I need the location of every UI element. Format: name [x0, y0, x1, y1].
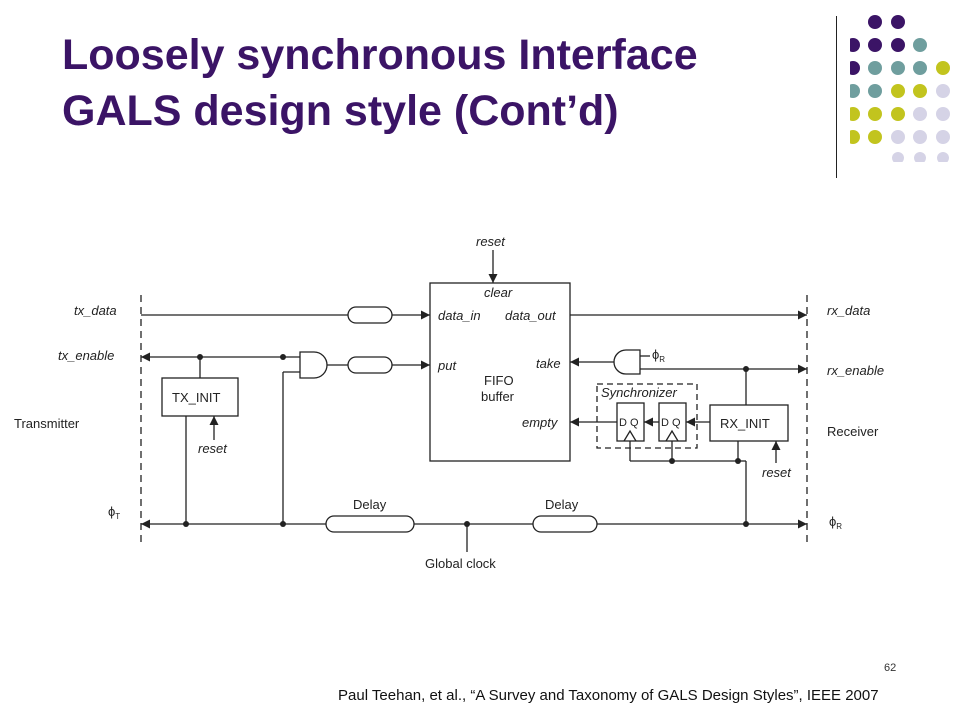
junction	[743, 521, 749, 527]
fifo-empty-port: empty	[522, 415, 559, 430]
delay-element-1	[325, 515, 415, 533]
rx-init-label: RX_INIT	[720, 416, 770, 431]
fifo-data-in-port: data_in	[438, 308, 481, 323]
citation-text: Paul Teehan, et al., “A Survey and Taxon…	[338, 687, 879, 704]
junction	[735, 458, 741, 464]
fifo-name-line1: FIFO	[484, 373, 514, 388]
fifo-take-port: take	[536, 356, 561, 371]
put-buffer	[347, 356, 393, 374]
dot	[891, 130, 905, 144]
dot	[936, 61, 950, 75]
dot	[891, 107, 905, 121]
global-clock-label: Global clock	[425, 556, 496, 571]
rx-and-gate	[613, 349, 641, 375]
label-rx-enable: rx_enable	[827, 363, 884, 378]
rx-init-block	[709, 404, 789, 442]
dot	[914, 152, 926, 162]
junction	[183, 521, 189, 527]
fifo-name-line2: buffer	[481, 389, 515, 404]
tx-init-block	[161, 377, 239, 417]
gals-interface-diagram: reset clear tx_data data_in data_out rx_…	[14, 234, 884, 571]
dot	[913, 107, 927, 121]
fifo-data-out-port: data_out	[505, 308, 557, 323]
delay-label-1: Delay	[353, 497, 387, 512]
synchronizer-label: Synchronizer	[601, 385, 678, 400]
ff2-clock-triangle	[665, 429, 679, 442]
dot	[868, 15, 882, 29]
dot	[936, 107, 950, 121]
title-divider-line	[836, 16, 837, 178]
dot	[913, 130, 927, 144]
junction	[280, 521, 286, 527]
slide-title-line-2: GALS design style (Cont’d)	[62, 87, 619, 135]
slide-number: 62	[884, 662, 897, 674]
dot	[868, 84, 882, 98]
label-tx-enable: tx_enable	[58, 348, 114, 363]
label-rx-data: rx_data	[827, 303, 870, 318]
fifo-clear-port: clear	[484, 285, 513, 300]
label-tx-data: tx_data	[74, 303, 117, 318]
label-reset-fifo: reset	[476, 234, 506, 249]
tx-and-gate	[299, 351, 328, 379]
dot	[891, 84, 905, 98]
dot	[913, 61, 927, 75]
dot	[868, 107, 882, 121]
junction	[197, 354, 203, 360]
junction	[669, 458, 675, 464]
dot	[892, 152, 904, 162]
dot	[891, 61, 905, 75]
ff1-clock-triangle	[623, 429, 637, 442]
decorative-dot-grid	[850, 15, 950, 162]
tx-data-buffer	[347, 306, 393, 324]
junction	[743, 366, 749, 372]
transmitter-label: Transmitter	[14, 416, 80, 431]
synchronizer-box	[596, 383, 698, 449]
dot	[913, 38, 927, 52]
label-phi-t: ϕT	[108, 504, 120, 521]
slide-title-line-1: Loosely synchronous Interface	[62, 31, 698, 79]
dot	[936, 84, 950, 98]
receiver-label: Receiver	[827, 424, 879, 439]
dot	[868, 130, 882, 144]
dot	[850, 107, 860, 121]
delay-label-2: Delay	[545, 497, 579, 512]
ff1-label: D Q	[619, 417, 639, 429]
dot	[850, 84, 860, 98]
dot	[891, 15, 905, 29]
label-phi-r: ϕR	[829, 514, 842, 531]
delay-element-2	[532, 515, 598, 533]
ff2-label: D Q	[661, 417, 681, 429]
label-reset-tx: reset	[198, 441, 228, 456]
dot	[850, 130, 860, 144]
dot	[850, 38, 860, 52]
dot	[868, 61, 882, 75]
dot	[936, 130, 950, 144]
junction	[280, 354, 286, 360]
dot	[891, 38, 905, 52]
junction	[464, 521, 470, 527]
dot	[850, 61, 860, 75]
dot	[868, 38, 882, 52]
tx-init-label: TX_INIT	[172, 390, 220, 405]
dot	[913, 84, 927, 98]
label-reset-rx: reset	[762, 465, 792, 480]
fifo-block	[429, 282, 571, 462]
fifo-put-port: put	[437, 358, 457, 373]
label-phi-r-take: ϕR	[652, 347, 665, 364]
dot	[937, 152, 949, 162]
